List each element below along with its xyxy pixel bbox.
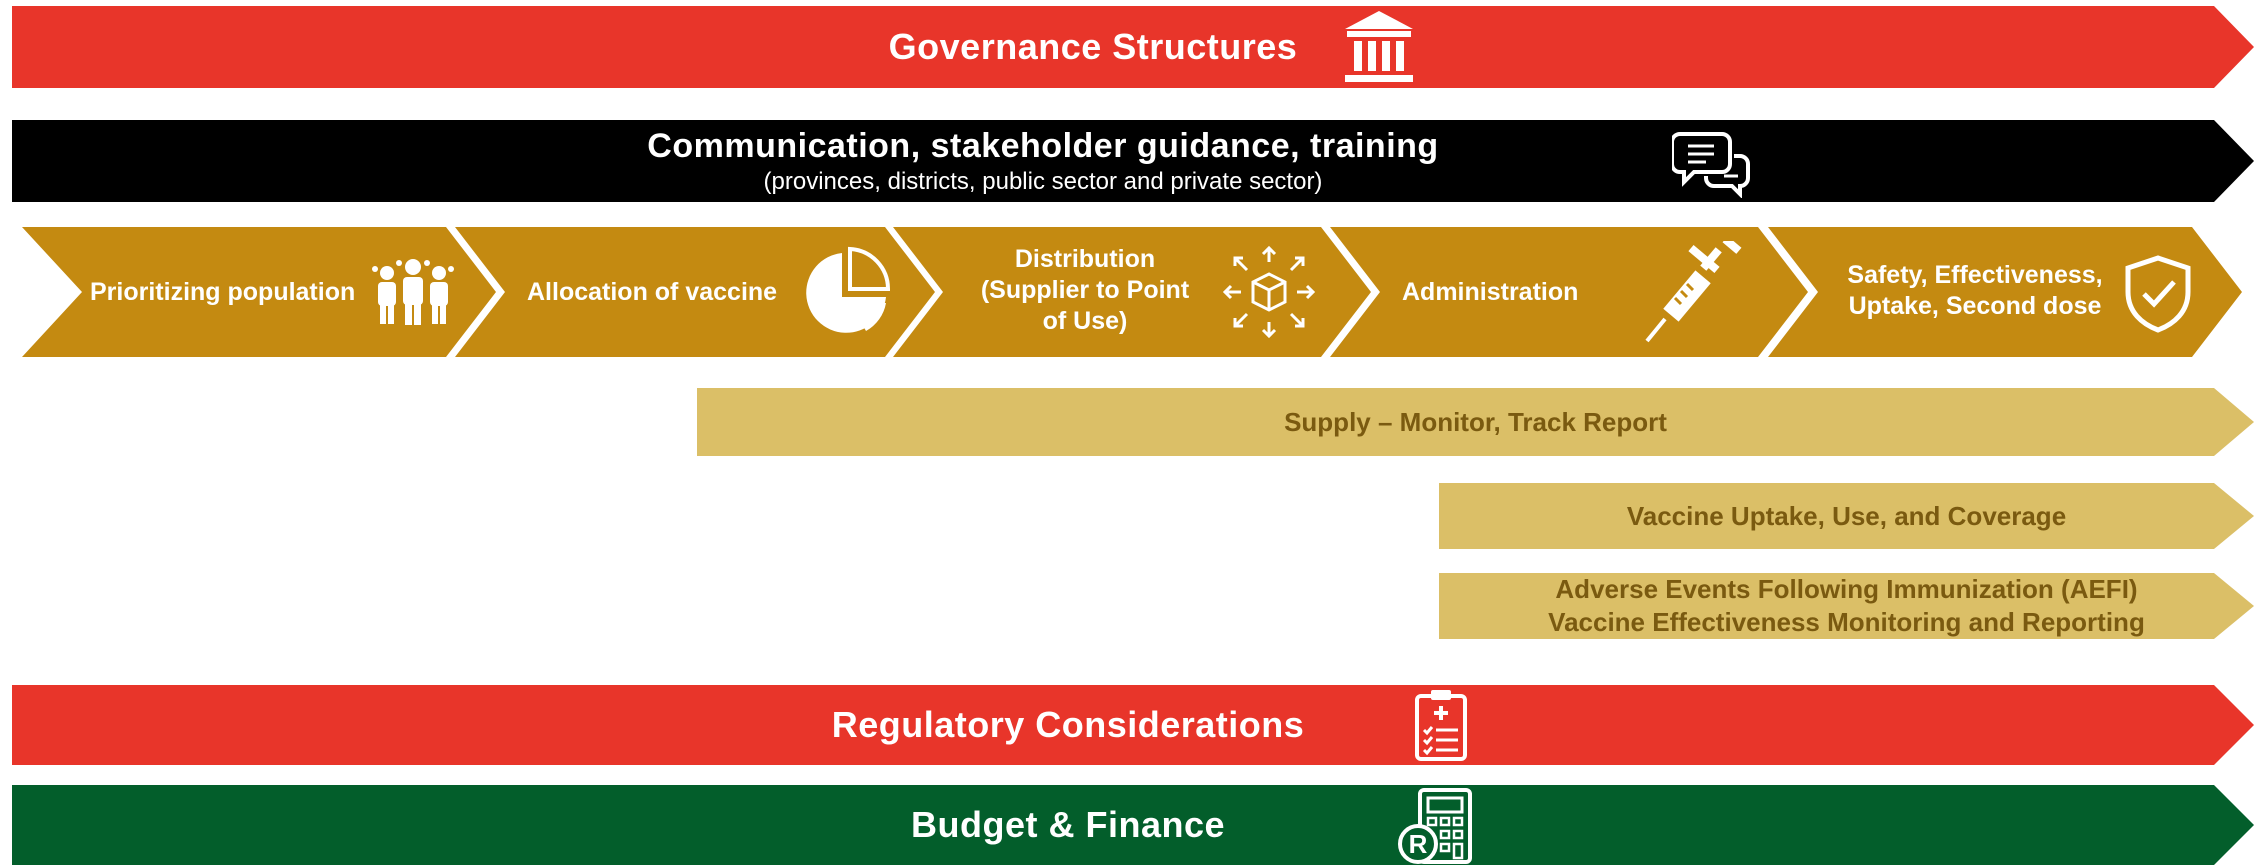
step-safety: Safety, Effectiveness, Uptake, Second do… bbox=[1768, 227, 2242, 357]
aefi-bar: Adverse Events Following Immunization (A… bbox=[1439, 573, 2254, 639]
governance-title: Governance Structures bbox=[888, 26, 1298, 67]
step-prioritizing: Prioritizing population bbox=[22, 227, 496, 357]
communication-title: Communication, stakeholder guidance, tra… bbox=[647, 126, 1439, 165]
step-distribution-label: Distribution (Supplier to Point of Use) bbox=[980, 245, 1190, 335]
communication-subtitle: (provinces, districts, public sector and… bbox=[763, 167, 1323, 195]
svg-text:R: R bbox=[1409, 829, 1428, 859]
pie-chart-icon bbox=[800, 245, 894, 339]
chat-bubbles-icon bbox=[1672, 132, 1750, 198]
supply-label: Supply – Monitor, Track Report bbox=[1284, 406, 1667, 437]
step-allocation: Allocation of vaccine bbox=[455, 227, 935, 357]
step-distribution: Distribution (Supplier to Point of Use) bbox=[893, 227, 1371, 357]
communication-band: Communication, stakeholder guidance, tra… bbox=[12, 120, 2254, 202]
regulatory-band: Regulatory Considerations bbox=[12, 685, 2254, 765]
governance-band: Governance Structures bbox=[12, 6, 2254, 88]
building-icon bbox=[1345, 11, 1413, 82]
step-safety-label: Safety, Effectiveness, Uptake, Second do… bbox=[1847, 261, 2103, 320]
budget-title: Budget & Finance bbox=[910, 804, 1226, 845]
syringe-icon bbox=[1643, 241, 1743, 345]
budget-band: Budget & Finance bbox=[12, 785, 2254, 865]
step-administration: Administration bbox=[1330, 227, 1808, 357]
box-distribution-icon bbox=[1219, 242, 1319, 342]
people-icon bbox=[367, 257, 459, 327]
shield-check-icon bbox=[2122, 254, 2194, 334]
step-prioritizing-label: Prioritizing population bbox=[90, 278, 356, 306]
step-allocation-label: Allocation of vaccine bbox=[527, 278, 778, 306]
uptake-label: Vaccine Uptake, Use, and Coverage bbox=[1626, 500, 2067, 531]
aefi-label-line1: Adverse Events Following Immunization (A… bbox=[1555, 574, 2138, 604]
aefi-label-line2: Vaccine Effectiveness Monitoring and Rep… bbox=[1548, 607, 2145, 637]
step-administration-label: Administration bbox=[1402, 278, 1579, 306]
clipboard-icon bbox=[1415, 690, 1467, 761]
supply-bar: Supply – Monitor, Track Report bbox=[697, 388, 2254, 456]
regulatory-title: Regulatory Considerations bbox=[831, 704, 1305, 745]
calculator-rand-icon: R bbox=[1398, 788, 1472, 864]
uptake-bar: Vaccine Uptake, Use, and Coverage bbox=[1439, 483, 2254, 549]
